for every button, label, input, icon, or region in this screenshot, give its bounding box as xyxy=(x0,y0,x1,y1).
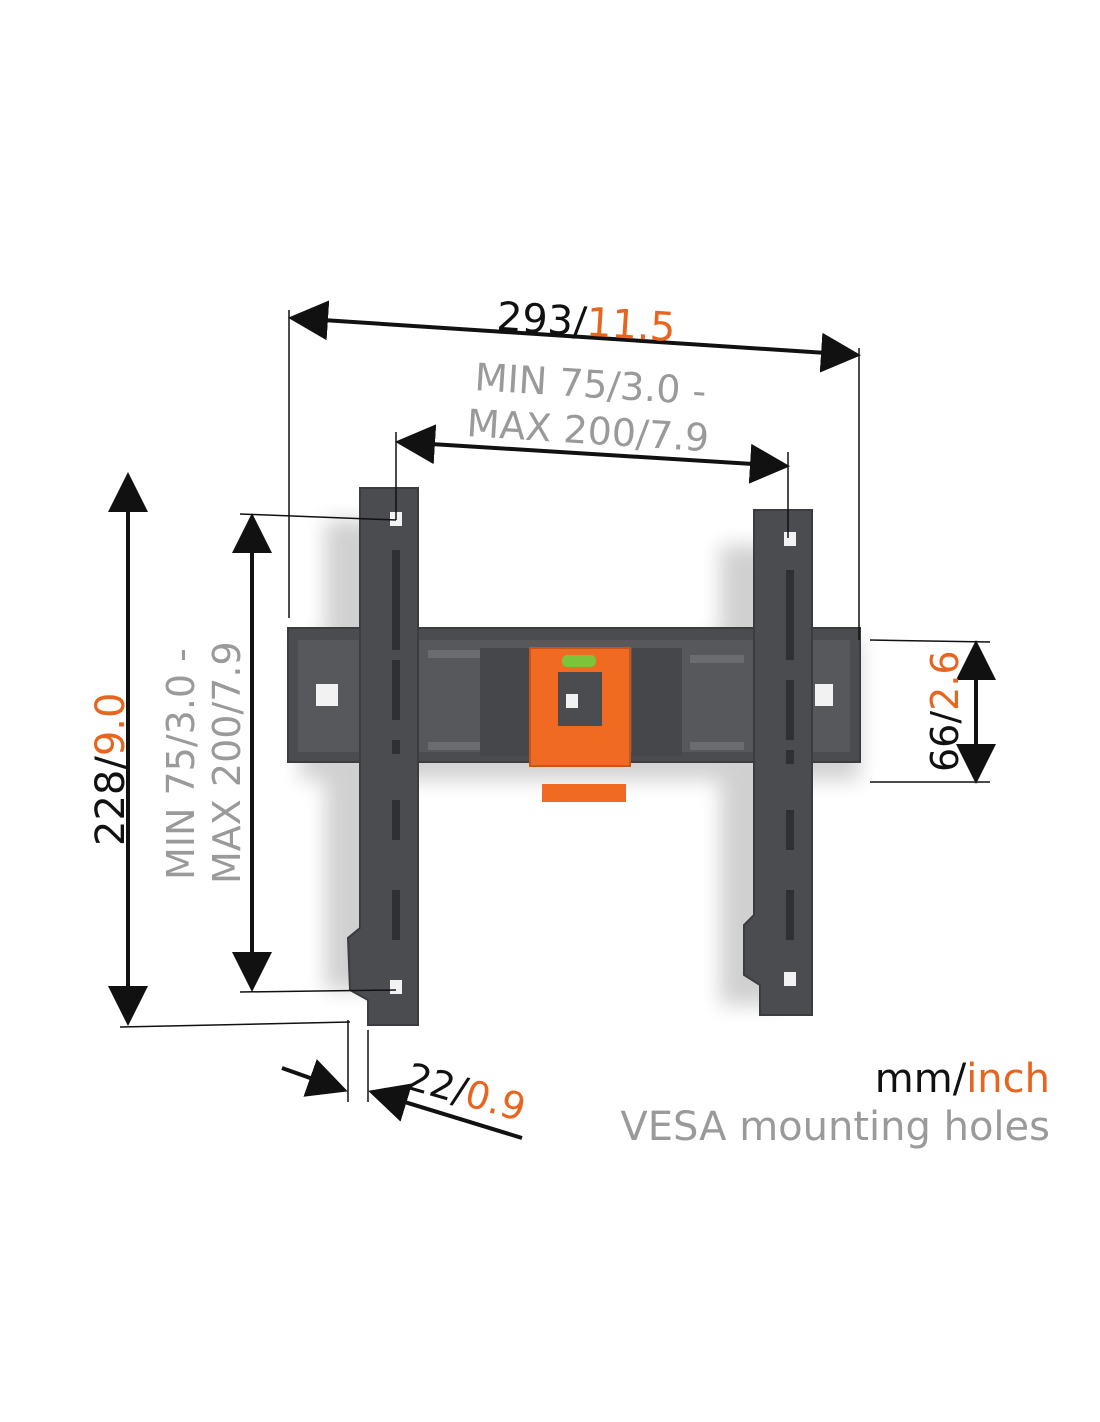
vesa-caption: VESA mounting holes xyxy=(620,1104,1050,1150)
orange-level-bracket xyxy=(529,647,631,802)
height-total-label: 228/9.0 xyxy=(88,693,134,846)
right-vertical-strip xyxy=(743,509,813,1016)
rail-height-label: 66/2.6 xyxy=(923,650,967,772)
width-total-label: 293/11.5 xyxy=(495,294,676,351)
depth-arrow-right xyxy=(368,1083,523,1140)
dimension-arrows xyxy=(108,300,996,1140)
vesa-vertical-label-line2: MAX 200/7.9 xyxy=(205,641,249,884)
vesa-horizontal-arrow xyxy=(395,424,790,484)
vesa-vertical-label-line1: MIN 75/3.0 - xyxy=(159,648,203,880)
width-total-arrow xyxy=(288,300,861,373)
spirit-level-icon xyxy=(562,655,596,667)
vesa-horizontal-label-line1: MIN 75/3.0 - xyxy=(473,355,707,413)
depth-arrow-left xyxy=(281,1059,348,1097)
units-legend: mm/inch xyxy=(875,1056,1050,1102)
